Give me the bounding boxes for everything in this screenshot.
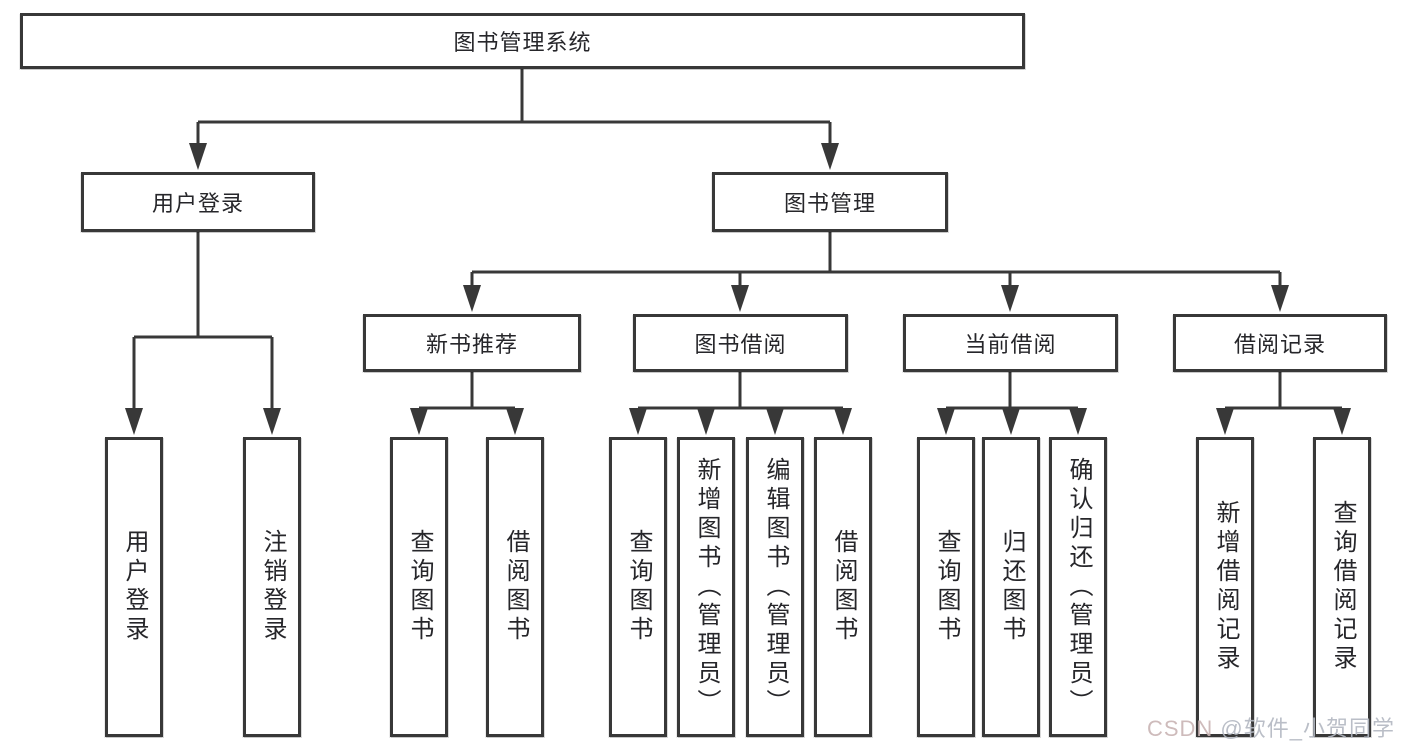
leaf-query-books-recommend-label: 查询图书 (406, 529, 433, 645)
watermark-brand: CSDN (1146, 716, 1214, 741)
node-book-management: 图书管理 (712, 172, 948, 232)
node-library-system-label: 图书管理系统 (453, 30, 592, 55)
leaf-return-books-label: 归还图书 (998, 529, 1025, 645)
leaf-query-books-recommend: 查询图书 (390, 437, 448, 737)
leaf-query-books-borrow: 查询图书 (609, 437, 667, 737)
connector-root-to-level2 (196, 69, 832, 150)
connector-current-borrow-children (944, 372, 1080, 412)
leaf-logout-label: 注销登录 (259, 529, 286, 645)
connector-book-borrow-children (636, 372, 845, 412)
connector-user-login-children (132, 232, 274, 412)
leaf-user-login-label: 用户登录 (121, 529, 148, 645)
node-book-borrowing: 图书借阅 (633, 314, 848, 372)
leaf-query-books-current-label: 查询图书 (933, 529, 960, 645)
leaf-return-books: 归还图书 (982, 437, 1040, 737)
arrowheads (125, 143, 1351, 435)
node-new-book-recommend-label: 新书推荐 (425, 332, 518, 357)
node-borrowing-records: 借阅记录 (1173, 314, 1387, 372)
leaf-add-books-admin-label: 新增图书（管理员） (693, 456, 720, 718)
connector-borrow-records-children (1223, 372, 1344, 412)
leaf-confirm-return-admin-label: 确认归还（管理员） (1065, 456, 1092, 718)
leaf-logout: 注销登录 (243, 437, 301, 737)
leaf-borrow-books-borrow: 借阅图书 (814, 437, 872, 737)
leaf-query-books-borrow-label: 查询图书 (625, 529, 652, 645)
leaf-borrow-books-recommend-label: 借阅图书 (502, 529, 529, 645)
leaf-edit-books-admin: 编辑图书（管理员） (746, 437, 804, 737)
leaf-query-borrow-record: 查询借阅记录 (1313, 437, 1371, 737)
node-new-book-recommend: 新书推荐 (363, 314, 581, 372)
connector-new-book-children (417, 372, 517, 412)
leaf-user-login: 用户登录 (105, 437, 163, 737)
node-current-borrowing-label: 当前借阅 (964, 332, 1057, 357)
connector-book-mgmt-children (470, 232, 1282, 290)
leaf-edit-books-admin-label: 编辑图书（管理员） (762, 456, 789, 718)
leaf-borrow-books-borrow-label: 借阅图书 (830, 529, 857, 645)
node-user-login: 用户登录 (81, 172, 315, 232)
leaf-query-borrow-record-label: 查询借阅记录 (1329, 500, 1356, 674)
leaf-query-books-current: 查询图书 (917, 437, 975, 737)
watermark-handle: @软件_小贺同学 (1213, 716, 1395, 741)
watermark: CSDN @软件_小贺同学 (1147, 711, 1395, 743)
node-current-borrowing: 当前借阅 (903, 314, 1118, 372)
leaf-add-books-admin: 新增图书（管理员） (677, 437, 735, 737)
node-borrowing-records-label: 借阅记录 (1233, 332, 1326, 357)
leaf-confirm-return-admin: 确认归还（管理员） (1049, 437, 1107, 737)
leaf-add-borrow-record: 新增借阅记录 (1196, 437, 1254, 737)
node-library-system: 图书管理系统 (20, 13, 1025, 69)
node-book-management-label: 图书管理 (783, 191, 876, 216)
node-book-borrowing-label: 图书借阅 (694, 332, 787, 357)
leaf-borrow-books-recommend: 借阅图书 (486, 437, 544, 737)
leaf-add-borrow-record-label: 新增借阅记录 (1212, 500, 1239, 674)
node-user-login-label: 用户登录 (151, 191, 244, 216)
